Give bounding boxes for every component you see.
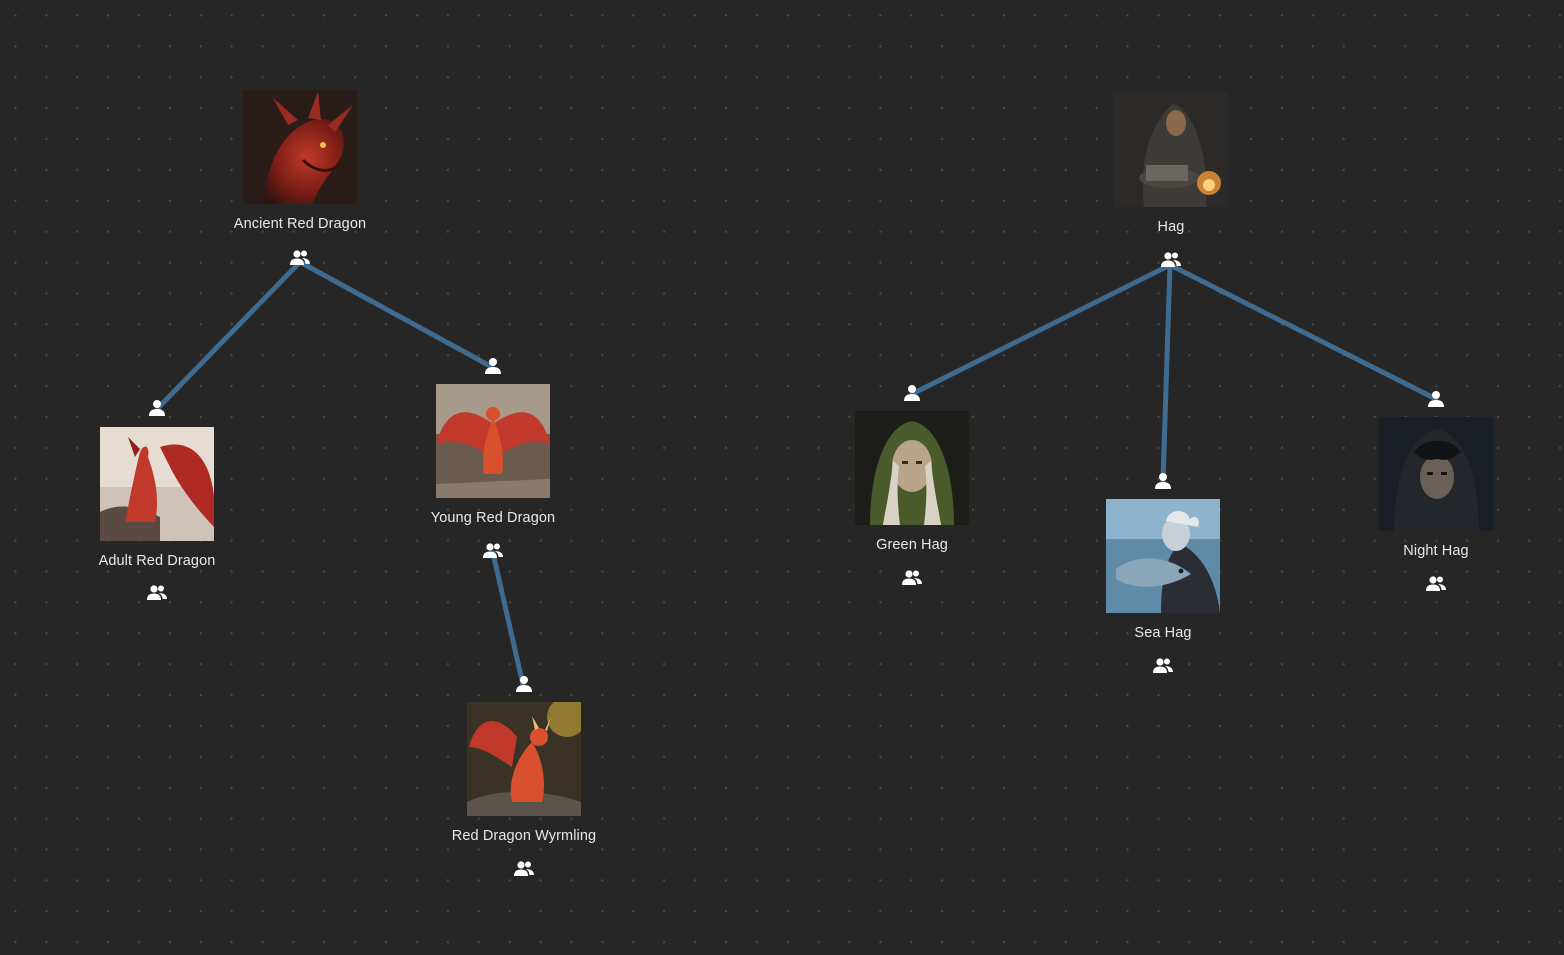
node-image[interactable] <box>100 427 214 541</box>
node-label: Hag <box>1157 219 1185 235</box>
people-icon[interactable] <box>146 584 168 602</box>
person-icon[interactable] <box>513 675 535 693</box>
people-icon[interactable] <box>901 569 923 587</box>
edge-hag-to-green <box>909 262 1173 397</box>
node-image[interactable] <box>243 90 357 204</box>
node-image[interactable] <box>467 702 581 816</box>
node-label: Young Red Dragon <box>430 510 556 526</box>
node-image[interactable] <box>1114 93 1228 207</box>
people-icon[interactable] <box>289 249 311 267</box>
person-icon[interactable] <box>146 399 168 417</box>
edge-hag-to-sea <box>1160 262 1173 484</box>
node-image[interactable] <box>1106 499 1220 613</box>
edge-young-to-wyrmling <box>490 550 526 688</box>
node-label: Night Hag <box>1403 543 1469 559</box>
edge-ancient-to-adult <box>155 259 303 411</box>
edge-ancient-to-young <box>297 259 495 370</box>
node-label: Adult Red Dragon <box>98 553 216 569</box>
node-image[interactable] <box>1379 417 1493 531</box>
person-icon[interactable] <box>482 357 504 375</box>
node-image[interactable] <box>436 384 550 498</box>
node-label: Ancient Red Dragon <box>233 216 367 232</box>
person-icon[interactable] <box>901 384 923 402</box>
node-label: Red Dragon Wyrmling <box>451 828 597 844</box>
people-icon[interactable] <box>1160 251 1182 269</box>
node-label: Green Hag <box>876 537 948 553</box>
person-icon[interactable] <box>1152 472 1174 490</box>
edge-hag-to-night <box>1167 262 1439 402</box>
people-icon[interactable] <box>482 542 504 560</box>
people-icon[interactable] <box>513 860 535 878</box>
node-label: Sea Hag <box>1134 625 1192 641</box>
people-icon[interactable] <box>1425 575 1447 593</box>
node-image[interactable] <box>855 411 969 525</box>
person-icon[interactable] <box>1425 390 1447 408</box>
people-icon[interactable] <box>1152 657 1174 675</box>
